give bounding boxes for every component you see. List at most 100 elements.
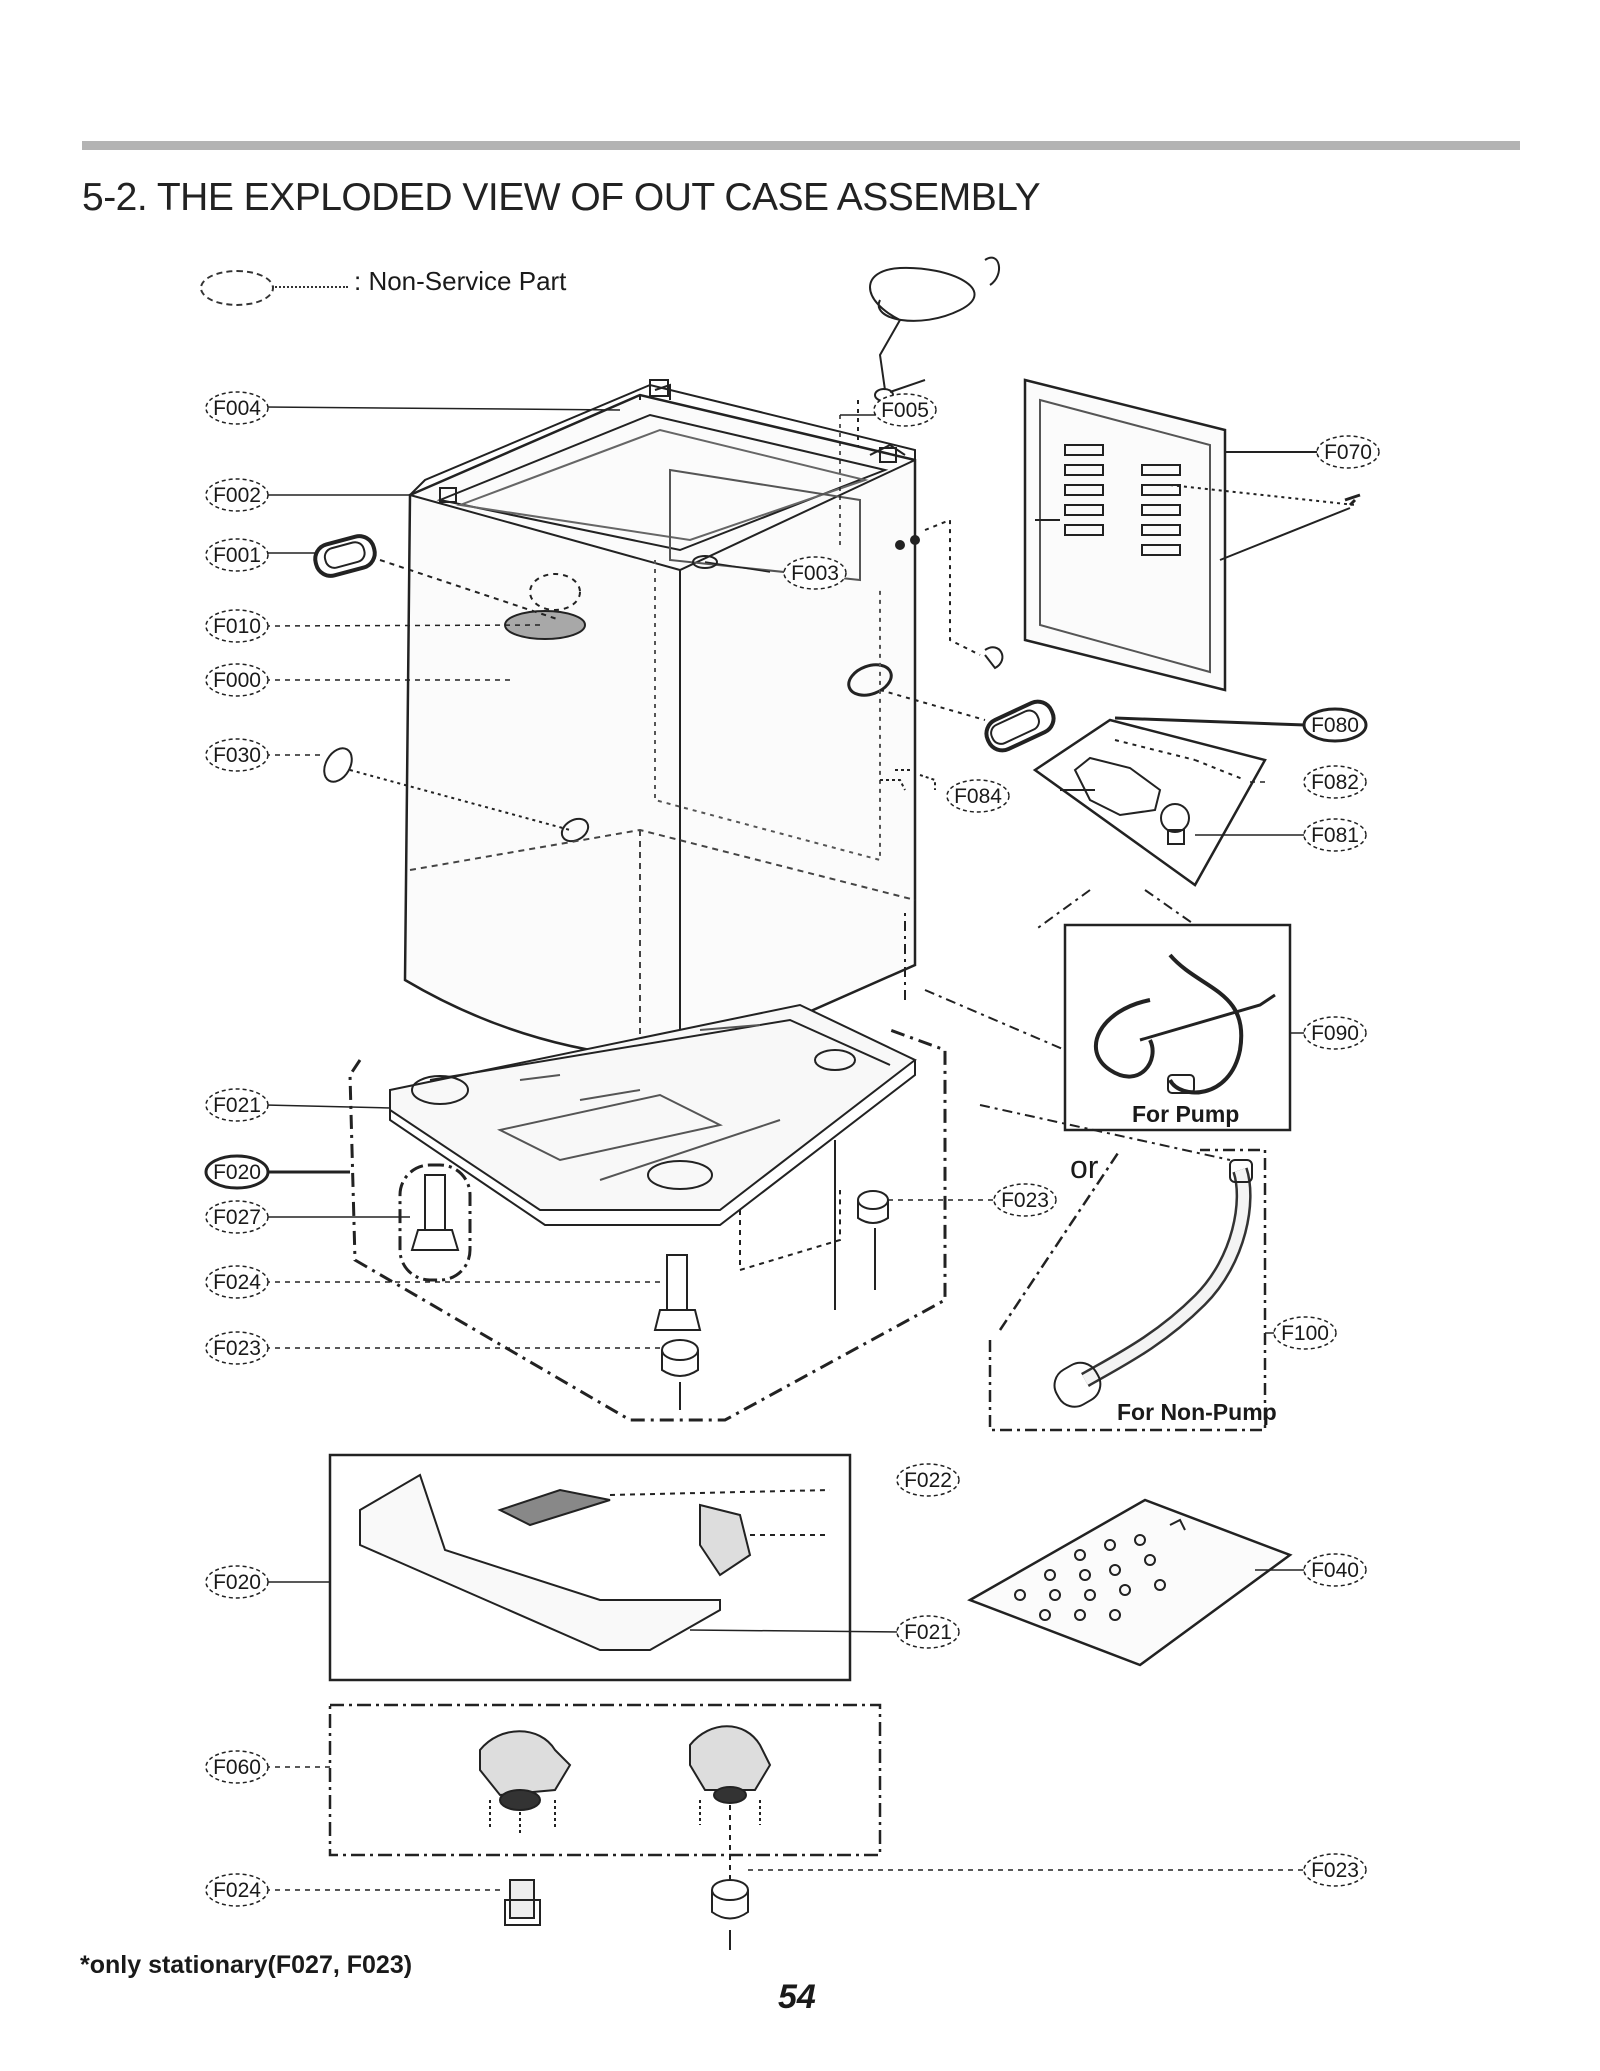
- callout-oval: [205, 538, 269, 572]
- base-frame-drawing: [348, 1003, 947, 1422]
- page-title: 5-2. THE EXPLODED VIEW OF OUT CASE ASSEM…: [82, 176, 1041, 219]
- callout-f082: F082: [1303, 765, 1367, 799]
- callout-text: F001: [213, 544, 261, 567]
- callout-oval: [205, 1265, 269, 1299]
- callout-f023b: F023: [205, 1331, 269, 1365]
- callout-oval: [205, 1565, 269, 1599]
- or-caption: or: [1070, 1149, 1099, 1185]
- for-pump-caption: For Pump: [1132, 1101, 1239, 1127]
- callout-oval: [1303, 765, 1367, 799]
- callout-f021: F021: [205, 1088, 269, 1122]
- callout-text: F020: [213, 1161, 261, 1184]
- callout-oval: [896, 1615, 960, 1649]
- callout-f005: F005: [873, 393, 937, 427]
- callout-text: F023: [1001, 1189, 1049, 1212]
- callout-f060: F060: [205, 1750, 269, 1784]
- callout-oval: [205, 1873, 269, 1907]
- callout-f100: F100: [1273, 1316, 1337, 1350]
- legs-drawing: [398, 1140, 889, 1410]
- callout-f003: F003: [783, 556, 847, 590]
- callout-text: F023: [1311, 1859, 1359, 1882]
- callout-oval: [896, 1463, 960, 1497]
- callout-text: F030: [213, 744, 261, 767]
- pump-assembly-drawing: [879, 689, 1267, 931]
- back-panel-drawing: [895, 378, 1361, 692]
- callout-oval: [1316, 435, 1380, 469]
- callout-text: F060: [213, 1756, 261, 1779]
- callout-oval: [205, 609, 269, 643]
- callout-text: F040: [1311, 1559, 1359, 1582]
- callout-f002: F002: [205, 478, 269, 512]
- callout-f081: F081: [1303, 818, 1367, 852]
- callout-text: F005: [881, 399, 929, 422]
- callout-oval: [946, 779, 1010, 813]
- legend-text: : Non-Service Part: [354, 266, 567, 296]
- callout-f010: F010: [205, 609, 269, 643]
- callout-f027: F027: [205, 1200, 269, 1234]
- callout-text: F082: [1311, 771, 1359, 794]
- adjustable-legs-box: [328, 1703, 882, 1950]
- callout-oval: [1273, 1316, 1337, 1350]
- callout-oval: [205, 663, 269, 697]
- callout-f021b: F021: [896, 1615, 960, 1649]
- callout-oval: [1303, 1553, 1367, 1587]
- callout-oval: [873, 393, 937, 427]
- callout-f084: F084: [946, 779, 1010, 813]
- callout-f024b: F024: [205, 1873, 269, 1907]
- callout-text: F090: [1311, 1022, 1359, 1045]
- callout-f040: F040: [1303, 1553, 1367, 1587]
- callout-text: F100: [1281, 1322, 1329, 1345]
- callout-text: F000: [213, 669, 261, 692]
- callout-oval: [205, 1200, 269, 1234]
- non-service-oval-symbol: [200, 270, 274, 306]
- callout-text: F002: [213, 484, 261, 507]
- callout-f004: F004: [205, 391, 269, 425]
- front-cover-box: [328, 1453, 852, 1682]
- callout-f024: F024: [205, 1265, 269, 1299]
- callout-oval: [205, 391, 269, 425]
- top-rule: [82, 141, 1520, 150]
- callout-oval: [205, 478, 269, 512]
- callout-oval: [1303, 1853, 1367, 1887]
- legend-leader: [272, 286, 348, 288]
- callout-oval: [1302, 707, 1368, 743]
- callout-f001: F001: [205, 538, 269, 572]
- callout-f022: F022: [896, 1463, 960, 1497]
- footnote: *only stationary(F027, F023): [80, 1951, 413, 1979]
- callout-text: F020: [213, 1571, 261, 1594]
- callout-text: F024: [213, 1879, 261, 1902]
- callout-text: F022: [904, 1469, 952, 1492]
- callout-f023: F023: [993, 1183, 1057, 1217]
- small-parts-drawing: [313, 534, 571, 831]
- callout-text: F027: [213, 1206, 261, 1229]
- callout-f090: F090: [1303, 1016, 1367, 1050]
- callout-f000: F000: [205, 663, 269, 697]
- callout-oval: [783, 556, 847, 590]
- callout-text: F081: [1311, 824, 1359, 847]
- non-pump-hose-box: [979, 1104, 1267, 1432]
- leader-lines: [264, 406, 1306, 1891]
- callout-text: F010: [213, 615, 261, 638]
- callout-text: F021: [904, 1621, 952, 1644]
- callout-f020b: F020: [205, 1565, 269, 1599]
- base-plate-drawing: [967, 1498, 1293, 1667]
- callout-text: F021: [213, 1094, 261, 1117]
- legend: : Non-Service Part: [200, 266, 620, 310]
- callout-oval: [205, 738, 269, 772]
- callout-text: F024: [213, 1271, 261, 1294]
- for-non-pump-caption: For Non-Pump: [1117, 1399, 1277, 1425]
- callout-oval: [205, 1088, 269, 1122]
- callout-text: F023: [213, 1337, 261, 1360]
- callout-oval: [1303, 818, 1367, 852]
- callout-f030: F030: [205, 738, 269, 772]
- callout-oval: [205, 1750, 269, 1784]
- callout-f023c: F023: [1303, 1853, 1367, 1887]
- callout-text: F004: [213, 397, 261, 420]
- callout-oval: [993, 1183, 1057, 1217]
- callout-text: F003: [791, 562, 839, 585]
- callout-oval: [1303, 1016, 1367, 1050]
- pump-hose-box: [904, 910, 1292, 1132]
- callout-oval: [204, 1154, 270, 1190]
